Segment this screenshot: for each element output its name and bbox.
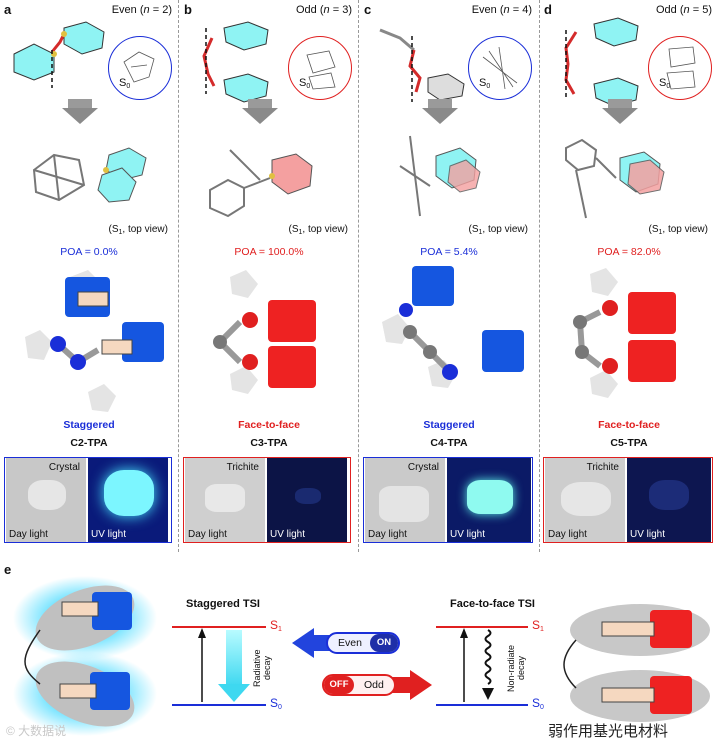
- panel-letter: b: [184, 2, 192, 17]
- panel-divider: [539, 0, 540, 552]
- staggered-puzzle-illustration: [25, 270, 164, 412]
- staggered-puzzle-illustration: [382, 266, 524, 388]
- parity-label: Odd (n = 3): [296, 4, 352, 16]
- photo-frame: [4, 457, 172, 543]
- s0-conformation-molecule: [13, 21, 105, 88]
- panel-letter: a: [4, 2, 12, 17]
- even-on-toggle[interactable]: Even ON: [326, 632, 400, 654]
- compound-name: C4-TPA: [430, 437, 468, 449]
- s1-level: [436, 626, 528, 628]
- panel-divider: [358, 0, 359, 552]
- panel-c: c Even (n = 4) S0 (S1, top view) POA = 5…: [360, 0, 538, 552]
- poa-value: POA = 82.0%: [597, 246, 661, 258]
- panel-d: d Odd (n = 5) S0 (S1, top view) POA = 82…: [540, 0, 718, 552]
- s0-conformation-molecule: [202, 21, 269, 103]
- s0-level: [436, 704, 528, 706]
- uv-light-photo: UV light: [267, 458, 347, 542]
- transition-arrow: [68, 99, 92, 109]
- s1-top-view-molecule: [209, 149, 313, 218]
- top-view-label: (S1, top view): [108, 224, 168, 236]
- transition-arrow-head: [602, 108, 638, 124]
- s1-top-view-molecule: [399, 135, 481, 217]
- parity-label: Even (n = 2): [111, 4, 172, 16]
- day-light-photo: Trichite Day light: [545, 458, 625, 542]
- top-view-label: (S1, top view): [468, 224, 528, 236]
- transition-arrow: [608, 99, 632, 109]
- transition-arrow-head: [242, 108, 278, 124]
- compound-name: C3-TPA: [250, 437, 288, 449]
- compound-name: C5-TPA: [610, 437, 648, 449]
- s1-label: S1: [270, 618, 282, 633]
- transition-arrow-head: [62, 108, 98, 124]
- stacking-label: Staggered: [423, 419, 475, 431]
- panel-letter: c: [364, 2, 372, 17]
- radiative-arrows: [198, 628, 250, 702]
- top-view-label: (S1, top view): [288, 224, 348, 236]
- uv-light-photo: UV light: [88, 458, 168, 542]
- stacking-label: Face-to-face: [598, 419, 660, 431]
- parity-label: Odd (n = 5): [656, 4, 712, 16]
- odd-arrow-right: [392, 670, 432, 700]
- s0-inset-circle: S0: [108, 36, 172, 100]
- s1-level: [172, 626, 266, 628]
- s0-conformation-molecule: [379, 28, 465, 102]
- s0-inset-circle: S0: [288, 36, 352, 100]
- top-view-label: (S1, top view): [648, 224, 708, 236]
- photo-frame: [363, 457, 533, 543]
- day-light-photo: Trichite Day light: [185, 458, 265, 542]
- compound-name: C2-TPA: [70, 437, 108, 449]
- s1-top-view-molecule: [32, 147, 147, 203]
- s0-label: S0: [270, 696, 282, 711]
- transition-arrow: [428, 99, 452, 109]
- face-to-face-tsi-title: Face-to-face TSI: [450, 598, 535, 610]
- staggered-tsi-title: Staggered TSI: [186, 598, 260, 610]
- poa-value: POA = 100.0%: [234, 246, 304, 258]
- s0-label: S0: [659, 77, 671, 90]
- panel-divider: [178, 0, 179, 552]
- transition-arrow-head: [422, 108, 458, 124]
- odd-off-toggle[interactable]: OFF Odd: [322, 674, 396, 696]
- poa-value: POA = 5.4%: [420, 246, 478, 258]
- day-light-photo: Crystal Day light: [6, 458, 86, 542]
- s0-label: S0: [479, 77, 491, 90]
- face-to-face-puzzle-illustration: [573, 268, 676, 398]
- panel-b: b Odd (n = 3) S0 (S1, top view) POA = 10…: [180, 0, 358, 552]
- poa-value: POA = 0.0%: [60, 246, 118, 258]
- stacking-label: Face-to-face: [238, 419, 300, 431]
- s1-label: S1: [532, 618, 544, 633]
- s0-inset-circle: S0: [648, 36, 712, 100]
- panel-a: a Even (n = 2) S0 (S1, top view) POA = 0…: [0, 0, 178, 552]
- non-radiative-arrows: [460, 628, 494, 702]
- parity-label: Even (n = 4): [471, 4, 532, 16]
- stacking-label: Staggered: [63, 419, 115, 431]
- s0-label: S0: [299, 77, 311, 90]
- photo-frame: [183, 457, 351, 543]
- uv-light-photo: UV light: [447, 458, 531, 542]
- photo-frame: [543, 457, 713, 543]
- uv-light-photo: UV light: [627, 458, 711, 542]
- s0-label: S0: [532, 696, 544, 711]
- s1-top-view-molecule: [565, 138, 665, 219]
- panel-letter: d: [544, 2, 552, 17]
- day-light-photo: Crystal Day light: [365, 458, 445, 542]
- s0-conformation-molecule: [564, 17, 639, 104]
- watermark-right: 弱作用基光电材料: [548, 723, 669, 740]
- s0-label: S0: [119, 77, 131, 90]
- panel-letter: e: [4, 562, 12, 577]
- staggered-pair-glow-illustration: [13, 576, 157, 736]
- s0-level: [172, 704, 266, 706]
- s0-inset-circle: S0: [468, 36, 532, 100]
- even-arrow-left: [292, 628, 332, 658]
- watermark-left: © 大数据说: [6, 724, 67, 738]
- face-to-face-puzzle-illustration: [213, 270, 316, 394]
- face-to-face-pair-illustration: [563, 604, 710, 722]
- transition-arrow: [248, 99, 272, 109]
